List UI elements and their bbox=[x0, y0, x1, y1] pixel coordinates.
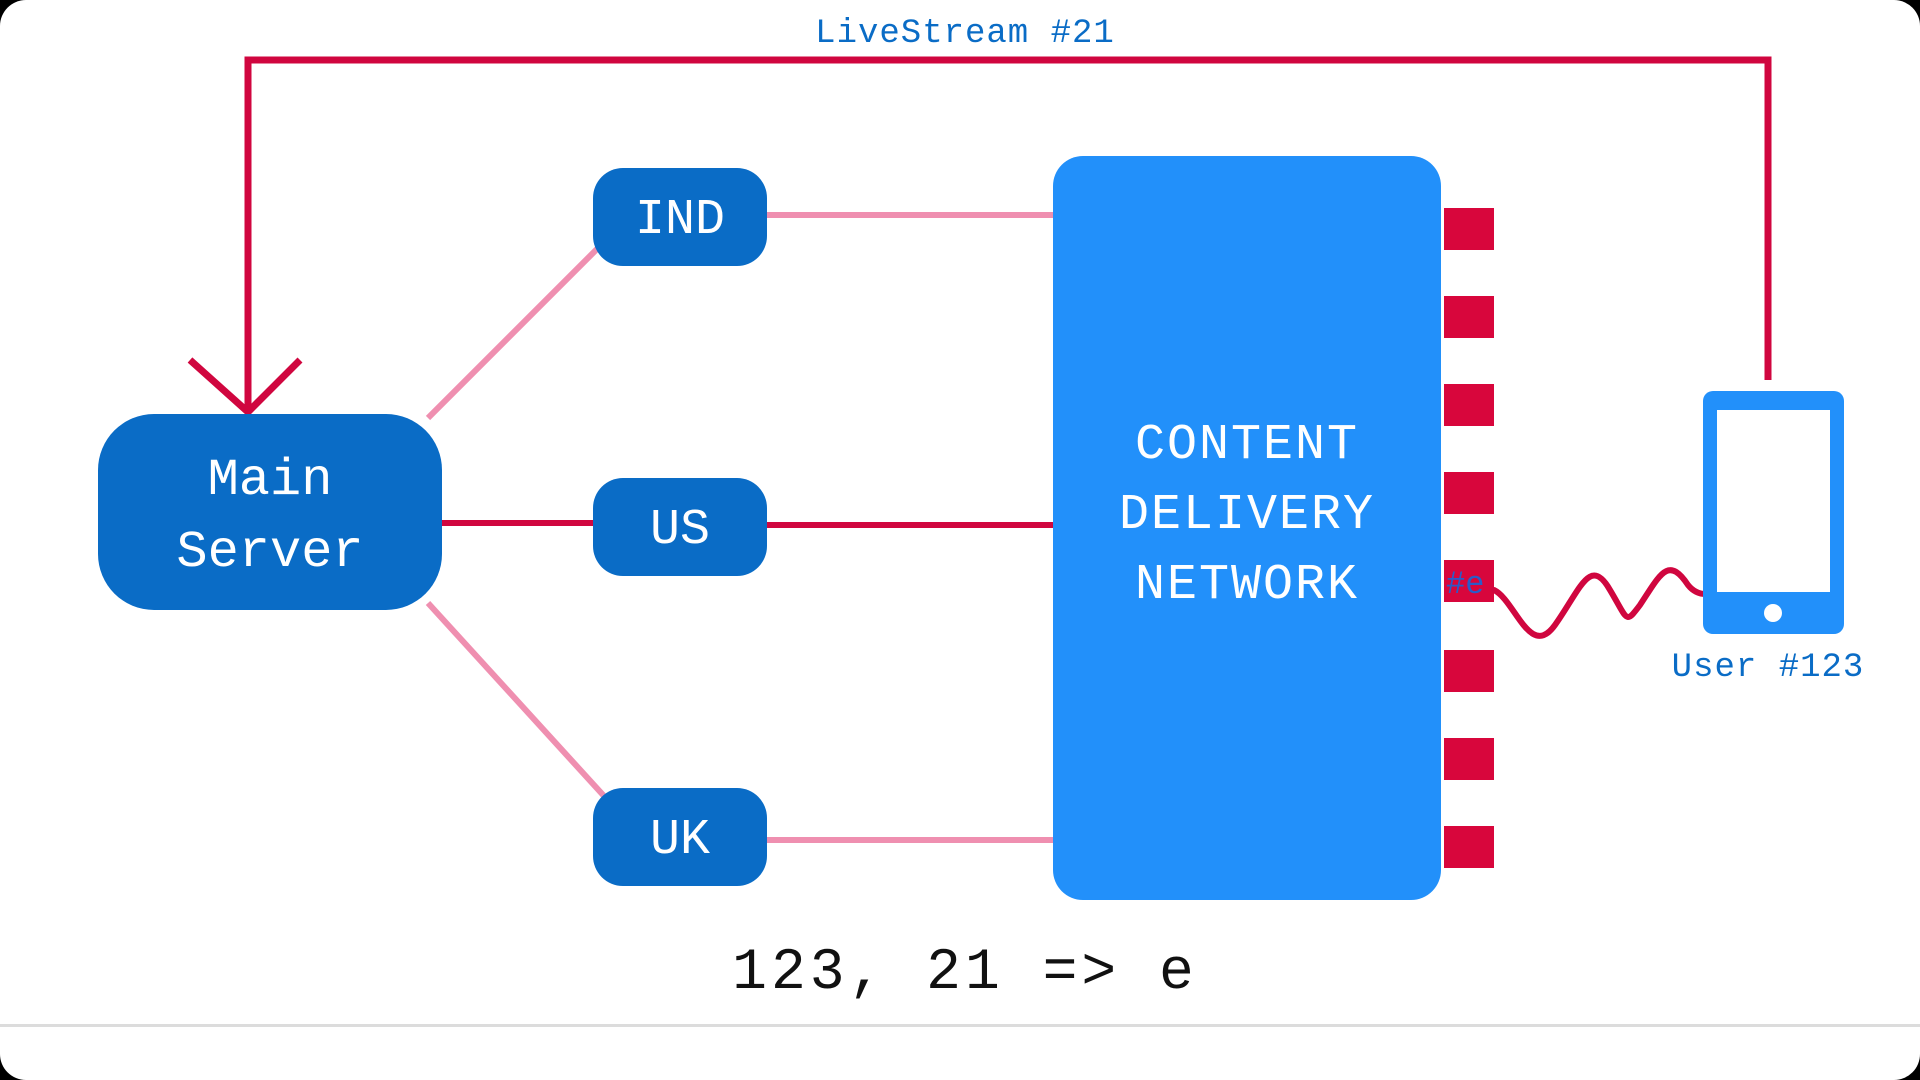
cdn-port bbox=[1444, 472, 1494, 514]
link-server-uk bbox=[425, 600, 607, 799]
cdn-node[interactable]: CONTENT DELIVERY NETWORK bbox=[1053, 156, 1441, 900]
main-server-label-line2: Server bbox=[176, 523, 363, 582]
livestream-arrowhead bbox=[187, 357, 303, 417]
main-server-box bbox=[98, 414, 442, 610]
main-server-label-line1: Main bbox=[208, 451, 333, 510]
cdn-port-e bbox=[1444, 560, 1494, 602]
region-label-us: US bbox=[650, 502, 710, 559]
mapping-caption: 123, 21 => e bbox=[732, 941, 1198, 1006]
region-node-uk[interactable]: UK bbox=[593, 788, 767, 886]
cdn-port bbox=[1444, 208, 1494, 250]
user-label: User #123 bbox=[1672, 649, 1865, 687]
region-node-ind[interactable]: IND bbox=[593, 168, 767, 266]
region-box-us bbox=[593, 478, 767, 576]
link-server-ind bbox=[425, 245, 601, 421]
phone-screen bbox=[1717, 410, 1830, 592]
cdn-port bbox=[1444, 826, 1494, 868]
cdn-label-line3: NETWORK bbox=[1135, 557, 1359, 614]
cdn-port bbox=[1444, 384, 1494, 426]
cdn-port bbox=[1444, 738, 1494, 780]
phone-home-button bbox=[1764, 604, 1782, 622]
user-device[interactable] bbox=[1703, 391, 1844, 634]
cdn-port bbox=[1444, 296, 1494, 338]
cdn-box bbox=[1053, 156, 1441, 900]
cdn-ports bbox=[1444, 208, 1494, 868]
port-e-label: #e bbox=[1446, 566, 1484, 603]
region-label-ind: IND bbox=[635, 192, 725, 249]
region-node-us[interactable]: US bbox=[593, 478, 767, 576]
region-box-uk bbox=[593, 788, 767, 886]
cdn-label-line1: CONTENT bbox=[1135, 417, 1359, 474]
livestream-path bbox=[244, 56, 1772, 408]
livestream-label: LiveStream #21 bbox=[815, 15, 1115, 53]
region-label-uk: UK bbox=[650, 812, 710, 869]
cdn-label-line2: DELIVERY bbox=[1119, 487, 1375, 544]
bottom-divider bbox=[0, 1024, 1920, 1027]
region-box-ind bbox=[593, 168, 767, 266]
main-server-node[interactable]: Main Server bbox=[98, 414, 442, 610]
cdn-port bbox=[1444, 650, 1494, 692]
